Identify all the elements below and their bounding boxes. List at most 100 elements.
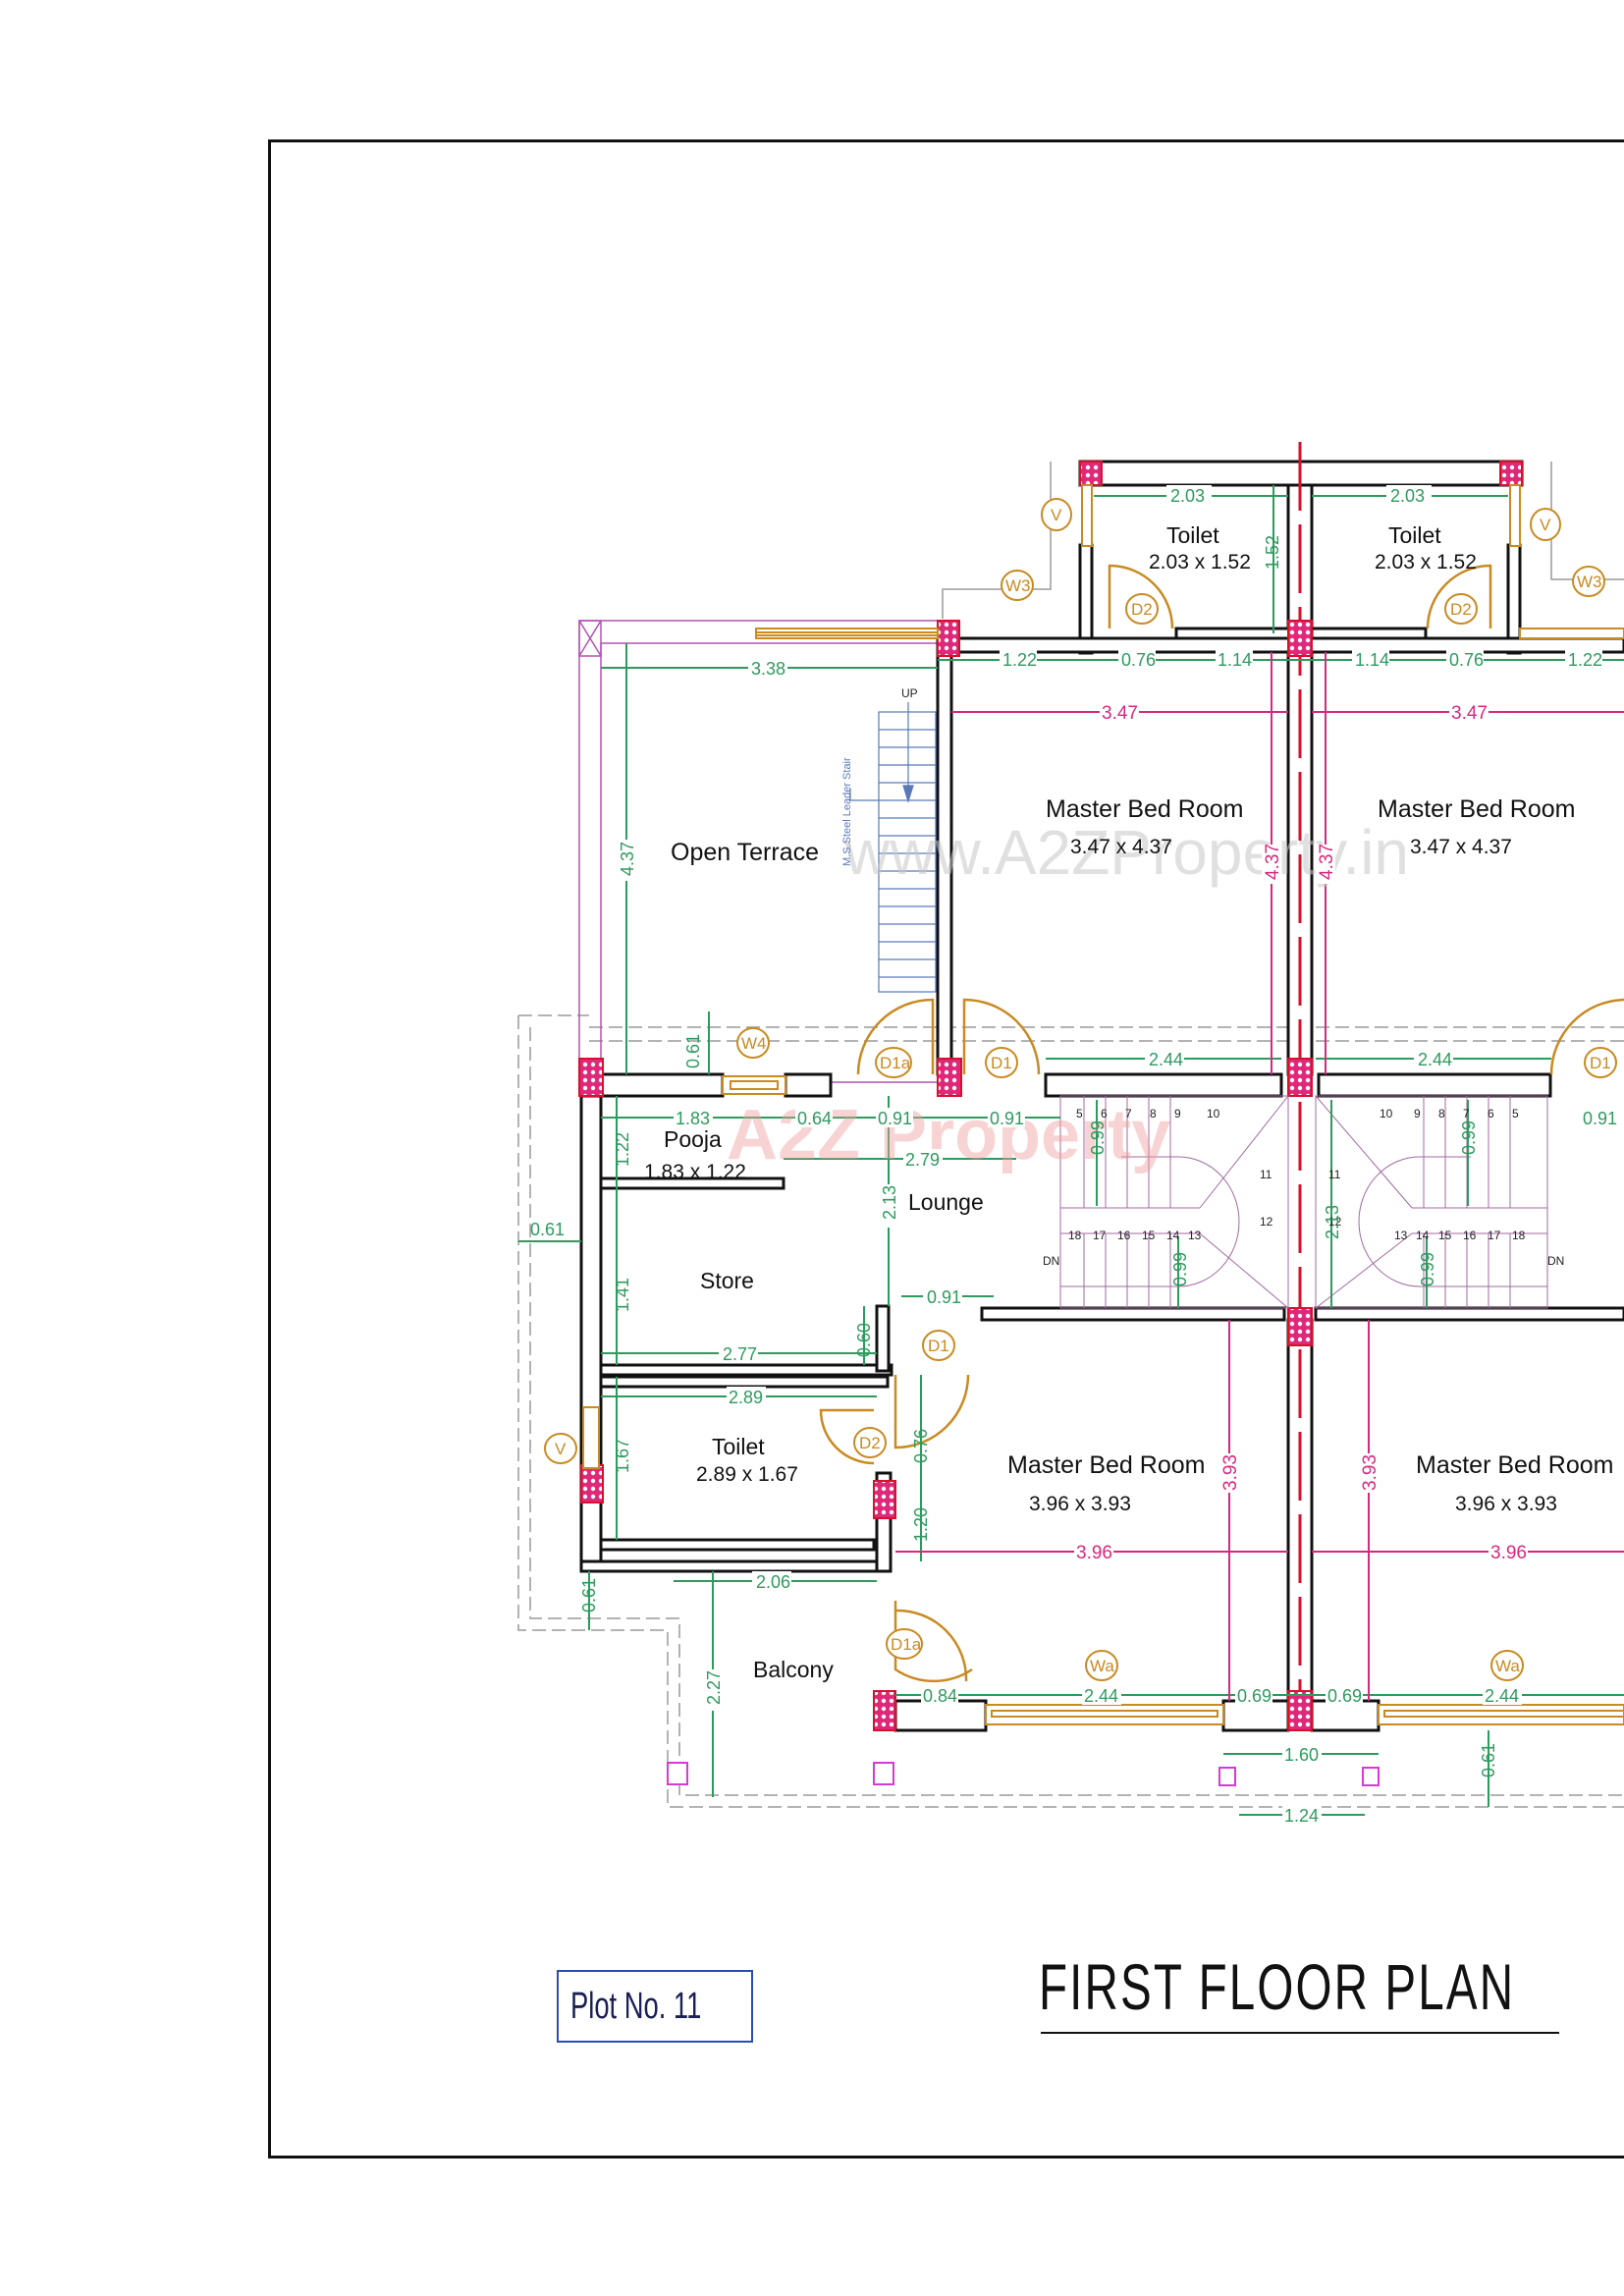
svg-text:0.99: 0.99	[1088, 1121, 1108, 1155]
svg-text:2.13: 2.13	[880, 1185, 899, 1220]
svg-text:V: V	[1051, 506, 1062, 524]
svg-text:2.79: 2.79	[905, 1150, 940, 1170]
svg-text:1.83: 1.83	[676, 1109, 710, 1128]
room-name-master-bed-bottom-right: Master Bed Room	[1416, 1451, 1613, 1479]
room-name-pooja: Pooja	[664, 1126, 722, 1152]
svg-text:15: 15	[1438, 1229, 1452, 1242]
svg-text:10: 10	[1380, 1107, 1393, 1121]
svg-text:0.61: 0.61	[530, 1220, 565, 1239]
title-underline	[1041, 2032, 1559, 2034]
svg-text:8: 8	[1438, 1107, 1445, 1121]
room-name-toilet-top-left: Toilet	[1166, 522, 1219, 548]
internal-stair	[1059, 1095, 1548, 1309]
svg-text:0.99: 0.99	[1170, 1252, 1190, 1286]
svg-text:0.91: 0.91	[1583, 1109, 1617, 1128]
stair-step-numbers-left: 5 6 7 8 9 10 18 17 16 15 14 13 11 12	[1068, 1107, 1273, 1242]
svg-text:2.89: 2.89	[729, 1388, 763, 1407]
svg-text:15: 15	[1142, 1229, 1156, 1242]
svg-text:0.61: 0.61	[683, 1034, 703, 1068]
svg-text:1.60: 1.60	[1284, 1745, 1319, 1765]
svg-text:D1: D1	[991, 1054, 1012, 1072]
svg-text:1.14: 1.14	[1218, 650, 1252, 670]
svg-text:D1: D1	[928, 1337, 949, 1355]
svg-text:0.91: 0.91	[927, 1287, 961, 1307]
svg-text:1.22: 1.22	[1568, 650, 1602, 670]
svg-text:3.96: 3.96	[1076, 1543, 1112, 1563]
svg-text:8: 8	[1150, 1107, 1157, 1121]
svg-text:D1a: D1a	[880, 1054, 911, 1072]
room-name-store: Store	[700, 1268, 754, 1293]
svg-text:1.52: 1.52	[1263, 535, 1282, 570]
svg-text:Wa: Wa	[1495, 1657, 1520, 1675]
watermark-url: www.A2ZProperty.in	[843, 817, 1409, 888]
windows	[582, 484, 1624, 1786]
svg-text:1.14: 1.14	[1355, 650, 1389, 670]
svg-text:0.60: 0.60	[854, 1323, 874, 1357]
svg-text:6: 6	[1101, 1107, 1108, 1121]
svg-text:2.13: 2.13	[1323, 1205, 1342, 1239]
svg-text:1.22: 1.22	[613, 1132, 632, 1167]
svg-text:W3: W3	[1005, 576, 1031, 595]
room-size-master-bed-top-left: 3.47 x 4.37	[1070, 836, 1172, 858]
svg-text:2.03: 2.03	[1390, 486, 1425, 506]
room-name-toilet-left: Toilet	[712, 1434, 765, 1459]
svg-text:7: 7	[1125, 1107, 1132, 1121]
svg-text:1.22: 1.22	[1002, 650, 1037, 670]
svg-text:3.96: 3.96	[1490, 1543, 1527, 1563]
room-name-master-bed-top-right: Master Bed Room	[1378, 795, 1575, 823]
room-name-lounge: Lounge	[908, 1189, 984, 1215]
svg-text:3.47: 3.47	[1451, 703, 1488, 724]
svg-text:3.93: 3.93	[1360, 1454, 1380, 1491]
steel-ladder-stair	[849, 702, 937, 993]
svg-text:D2: D2	[1131, 600, 1153, 619]
svg-text:2.44: 2.44	[1485, 1686, 1519, 1706]
opening-tags	[544, 498, 1617, 1681]
svg-text:11: 11	[1260, 1168, 1272, 1181]
svg-text:0.91: 0.91	[990, 1109, 1024, 1128]
svg-text:4.37: 4.37	[1263, 844, 1283, 880]
room-name-open-terrace: Open Terrace	[671, 839, 819, 866]
svg-text:7: 7	[1463, 1107, 1470, 1121]
svg-text:16: 16	[1117, 1229, 1131, 1242]
room-size-toilet-left: 2.89 x 1.67	[696, 1463, 798, 1486]
stair-up-label: UP	[901, 686, 918, 700]
svg-text:18: 18	[1512, 1229, 1526, 1242]
plot-number-box: Plot No. 11	[557, 1970, 753, 2043]
svg-text:D2: D2	[1450, 600, 1472, 619]
room-size-master-bed-bottom-left: 3.96 x 3.93	[1029, 1493, 1131, 1515]
svg-text:0.76: 0.76	[1121, 650, 1156, 670]
svg-text:6: 6	[1488, 1107, 1494, 1121]
svg-text:D1: D1	[1590, 1054, 1611, 1072]
room-name-master-bed-top-left: Master Bed Room	[1046, 795, 1243, 823]
svg-text:13: 13	[1394, 1229, 1408, 1242]
svg-text:0.99: 0.99	[1459, 1121, 1479, 1155]
room-name-balcony: Balcony	[753, 1657, 834, 1682]
svg-text:5: 5	[1512, 1107, 1519, 1121]
svg-text:2.03: 2.03	[1170, 486, 1205, 506]
svg-text:16: 16	[1463, 1229, 1477, 1242]
svg-text:0.61: 0.61	[579, 1578, 599, 1613]
opening-tag-labels: V V W3 W3 D2 D2 W4 D1a D1 D1 D1 D2 V D1a…	[555, 506, 1611, 1675]
room-size-master-bed-top-right: 3.47 x 4.37	[1410, 836, 1512, 858]
svg-text:1.67: 1.67	[613, 1439, 632, 1473]
svg-text:3.47: 3.47	[1102, 703, 1138, 724]
svg-text:V: V	[1540, 516, 1551, 534]
svg-text:0.99: 0.99	[1418, 1252, 1437, 1286]
dimension-values-pink: 3.47 3.47 4.37 4.37 3.96 3.96 3.93 3.93	[1074, 702, 1528, 1563]
drawing-frame	[268, 139, 1624, 2159]
room-name-master-bed-bottom-left: Master Bed Room	[1007, 1451, 1205, 1479]
svg-text:2.44: 2.44	[1418, 1050, 1452, 1069]
drawing-title: FIRST FLOOR PLAN	[1039, 1950, 1516, 2023]
columns	[578, 461, 1523, 1731]
svg-text:12: 12	[1260, 1215, 1273, 1229]
svg-text:2.06: 2.06	[756, 1572, 790, 1592]
svg-text:3.38: 3.38	[751, 659, 785, 679]
steel-stair-note: M.S.Steel Leader Stair	[841, 757, 853, 866]
svg-text:9: 9	[1414, 1107, 1421, 1121]
svg-text:14: 14	[1166, 1229, 1180, 1242]
svg-text:V: V	[555, 1440, 567, 1458]
svg-text:17: 17	[1488, 1229, 1501, 1242]
svg-text:D2: D2	[859, 1434, 881, 1452]
svg-text:0.84: 0.84	[923, 1686, 957, 1706]
